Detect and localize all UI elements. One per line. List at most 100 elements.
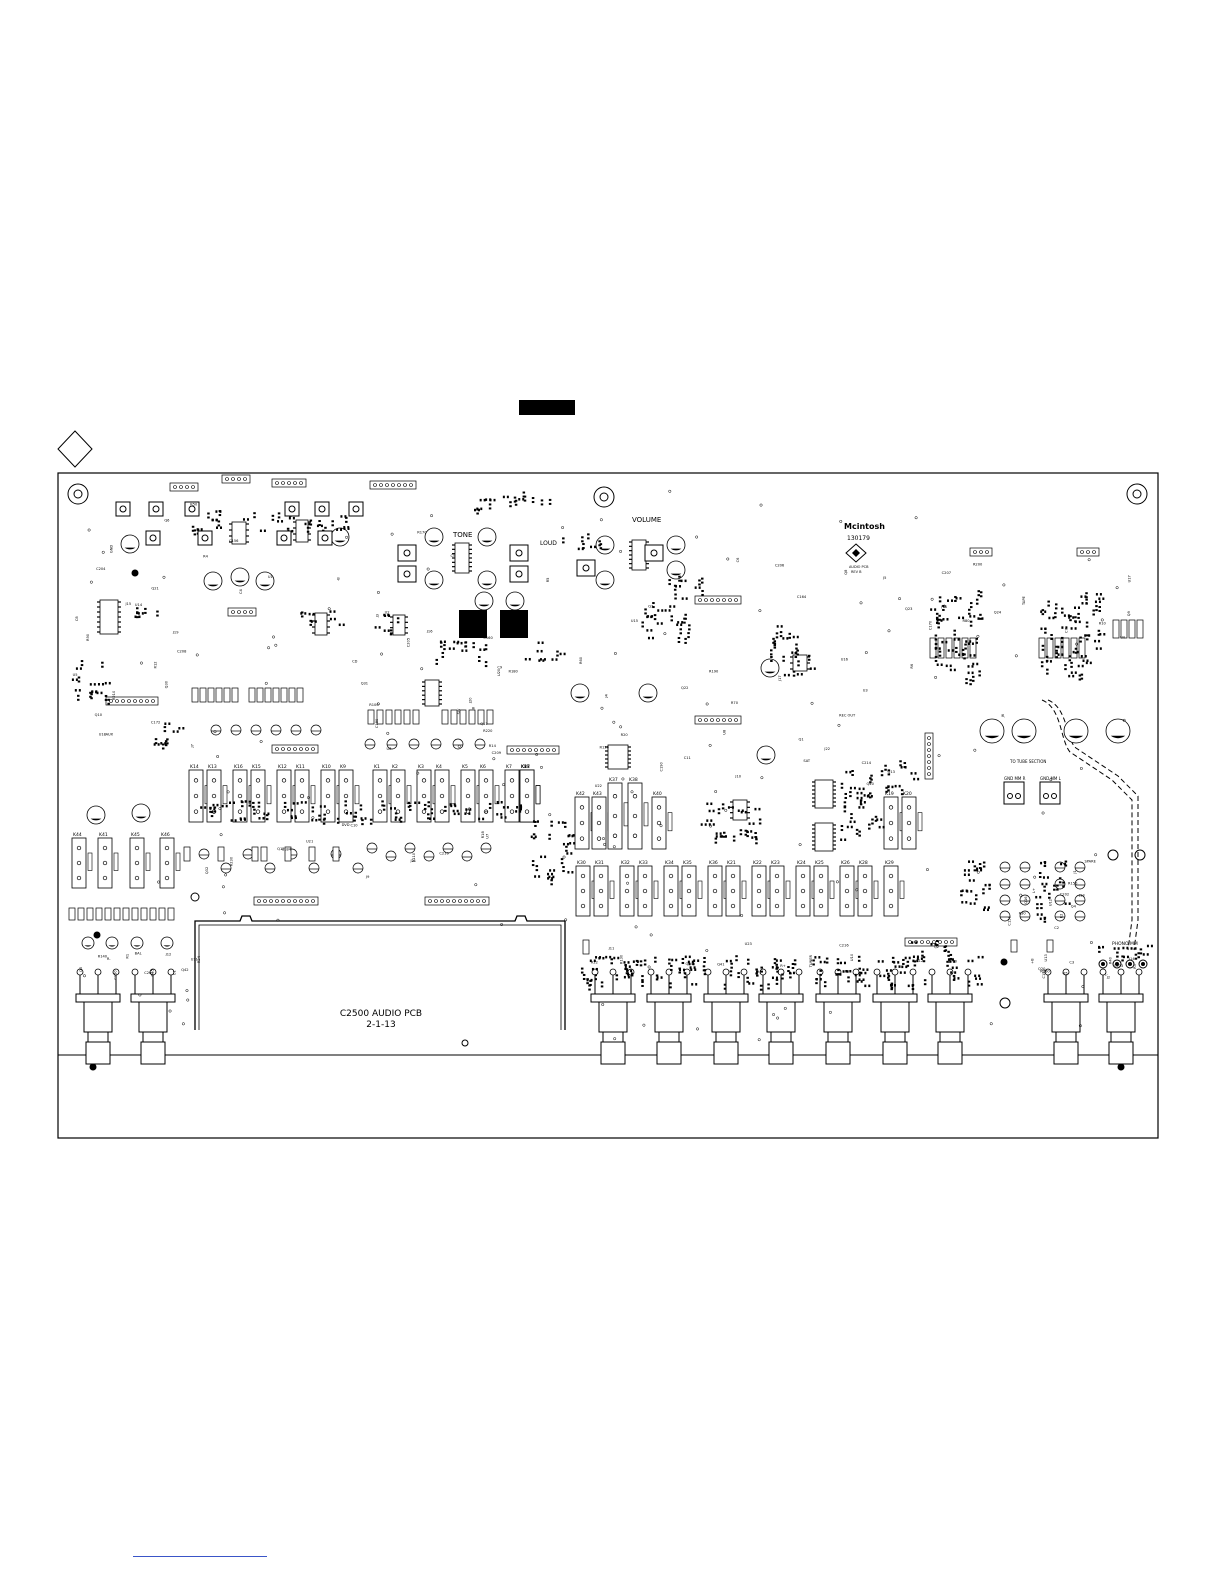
via (1081, 985, 1085, 988)
jack-housing (138, 1001, 168, 1033)
pin-header (506, 745, 560, 755)
via (634, 925, 638, 929)
trimmer-dial (321, 534, 329, 542)
pin-header (169, 482, 199, 492)
smd-pad (936, 944, 939, 947)
smd-pad (101, 683, 104, 686)
resistor (256, 687, 264, 703)
component-ref-label: J15 (124, 602, 131, 606)
via (162, 575, 166, 579)
component-ref-label: R80 (963, 619, 971, 623)
relay-body (681, 865, 697, 917)
component-ref-label: R190 (709, 670, 719, 674)
ic-chip (812, 779, 836, 809)
smd-pad (923, 979, 927, 982)
smd-pad (240, 818, 243, 821)
relay-pin (299, 809, 305, 814)
smd-pad (843, 810, 847, 813)
smd-pad (712, 823, 715, 826)
component-ref-label: U23 (745, 942, 752, 946)
cap-body (1063, 718, 1089, 744)
smd-pad (562, 866, 565, 869)
smd-pad (631, 973, 634, 977)
smd-pad (1044, 861, 1047, 865)
smd-pad (384, 614, 387, 618)
smd-pad (719, 835, 722, 838)
via (213, 730, 217, 734)
smd-pad (304, 612, 307, 615)
transistor-body (352, 862, 364, 874)
smd-pad (627, 973, 630, 977)
resistor (288, 687, 296, 703)
smd-pad (1098, 605, 1101, 608)
smd-pad (144, 607, 147, 610)
smd-pad (394, 818, 397, 821)
smd-pad (548, 498, 552, 501)
relay-pin (395, 793, 401, 799)
component-ref-label: Q1 (799, 738, 804, 742)
header-pin (397, 483, 401, 487)
relay-pin (624, 888, 630, 894)
via (492, 757, 496, 761)
resistor (582, 939, 590, 955)
smd-pad (752, 822, 755, 825)
component-ref-label: R14 (489, 744, 497, 748)
smd-pad (166, 738, 169, 741)
trimmer (314, 501, 330, 517)
smd-pad (480, 507, 483, 511)
smd-pad (396, 617, 400, 620)
header-body (424, 896, 490, 906)
via (221, 885, 225, 889)
smd-pad (500, 813, 503, 816)
transistor (366, 842, 378, 854)
smd-pad (439, 645, 443, 648)
relay (390, 769, 412, 823)
smd-pad (308, 612, 311, 616)
smd-pad (849, 820, 852, 824)
header-body (271, 478, 307, 488)
smd-pad (935, 616, 939, 619)
smd-pad (1077, 616, 1080, 619)
smd-pad (771, 976, 774, 980)
resistor (1010, 939, 1018, 953)
smd-pad (1074, 651, 1078, 654)
smd-pad (441, 651, 445, 654)
smd-pad (1047, 600, 1050, 603)
smd-pad (555, 658, 558, 661)
header-pin (145, 699, 149, 703)
resistor-body (86, 907, 94, 921)
smd-pad (414, 801, 417, 805)
diode (623, 802, 629, 827)
header-pin (434, 899, 438, 903)
cap-body (86, 805, 106, 825)
resistor (1120, 619, 1128, 639)
smd-pad (536, 649, 539, 653)
smd-pad (979, 977, 982, 980)
smd-pad (1057, 653, 1060, 656)
smd-pad (75, 667, 78, 670)
transistor (270, 724, 282, 736)
header-pin (287, 899, 291, 903)
diode (354, 785, 360, 805)
transistor (1074, 861, 1086, 873)
smd-pad (773, 644, 777, 647)
smd-pad (1077, 664, 1080, 668)
smd-pad (901, 965, 904, 969)
smd-pad (1064, 864, 1068, 867)
component-ref-label: Q42 (181, 968, 188, 972)
component-ref-label: J3 (375, 614, 379, 618)
via (311, 816, 315, 820)
relay-body (901, 796, 917, 850)
relay-pin (906, 805, 912, 810)
smd-pad (887, 769, 891, 772)
jack-pin (891, 968, 899, 976)
smd-pad (1045, 660, 1048, 663)
component-ref-label: R40 (1108, 956, 1112, 964)
header-body (924, 732, 934, 780)
relay-pin (579, 805, 585, 810)
smd-pad (138, 615, 141, 619)
relay-body (574, 796, 590, 850)
header-pin (528, 748, 532, 752)
pot-shaft (515, 570, 523, 578)
component-ref-label: C201 (144, 971, 153, 975)
